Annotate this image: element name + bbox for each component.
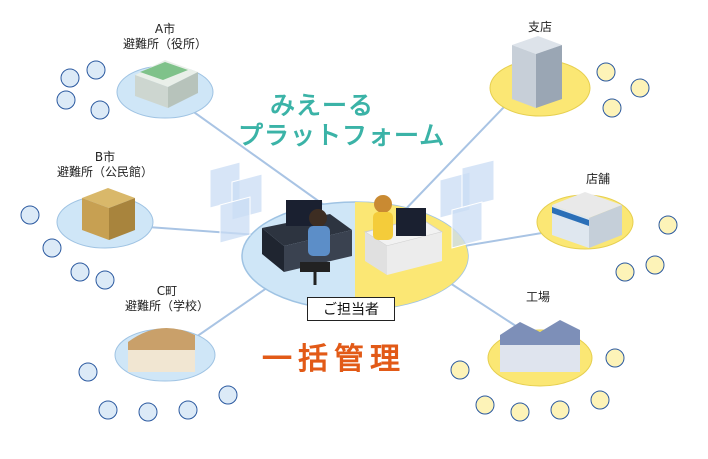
site-disc-store xyxy=(536,192,634,250)
site-b-line2: 避難所（公民館） xyxy=(56,165,153,179)
site-label-store: 店舗 xyxy=(585,172,610,186)
site-c-line1: C町 xyxy=(156,284,178,298)
hub-label: ご担当者 xyxy=(307,297,395,321)
operator-desk-left xyxy=(262,200,352,285)
site-disc-c xyxy=(114,327,216,382)
site-label-c-town: C町 避難所（学校） xyxy=(122,284,212,314)
platform-title-line1: みえーる xyxy=(270,91,375,120)
site-disc-a xyxy=(116,60,214,119)
device-icons xyxy=(20,60,678,422)
site-label-branch: 支店 xyxy=(527,20,552,34)
site-disc-branch xyxy=(489,36,591,117)
site-label-a-city: A市 避難所（役所） xyxy=(120,22,210,52)
site-label-factory: 工場 xyxy=(525,290,550,304)
site-a-line2: 避難所（役所） xyxy=(122,37,207,51)
site-disc-b xyxy=(56,188,154,249)
operator-desk-right xyxy=(363,195,444,275)
slogan: 一括管理 xyxy=(262,342,406,377)
site-disc-factory xyxy=(487,320,593,387)
site-a-line1: A市 xyxy=(154,22,176,36)
platform-title-line2: プラットフォーム xyxy=(238,121,446,150)
glass-panels xyxy=(209,159,495,249)
site-label-b-city: B市 避難所（公民館） xyxy=(55,150,155,180)
site-c-line2: 避難所（学校） xyxy=(124,299,209,313)
site-b-line1: B市 xyxy=(94,150,116,164)
